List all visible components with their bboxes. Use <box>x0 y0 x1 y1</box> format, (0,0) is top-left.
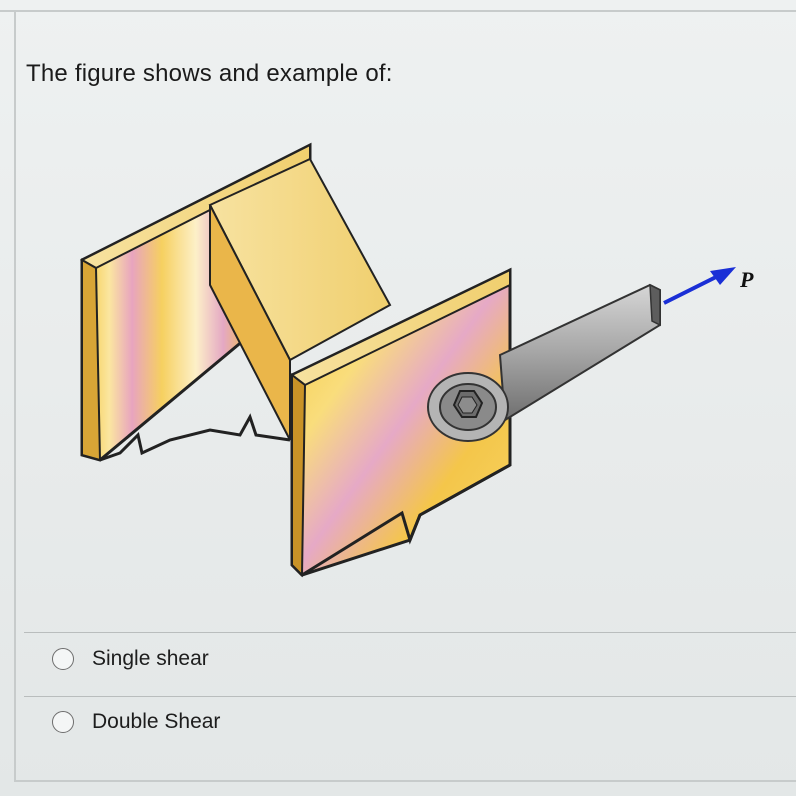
question-text: The figure shows and example of: <box>26 60 393 87</box>
break-line-back <box>99 413 291 462</box>
shear-connection-figure: P <box>79 142 754 578</box>
options-divider-middle <box>24 696 796 697</box>
frame-top-border <box>0 10 796 12</box>
option-double-shear[interactable]: Double Shear <box>52 710 220 734</box>
shear-link <box>427 283 661 442</box>
options-divider-top <box>24 632 796 633</box>
radio-button[interactable] <box>52 648 74 670</box>
option-label: Double Shear <box>92 710 221 733</box>
option-single-shear[interactable]: Single shear <box>52 647 209 671</box>
option-label: Single shear <box>92 647 209 670</box>
frame-left-border <box>14 12 16 782</box>
load-arrow-icon <box>663 267 736 305</box>
front-flange <box>290 267 512 578</box>
radio-button[interactable] <box>52 711 74 733</box>
frame-bottom-border <box>14 780 796 782</box>
force-label: P <box>739 267 754 292</box>
